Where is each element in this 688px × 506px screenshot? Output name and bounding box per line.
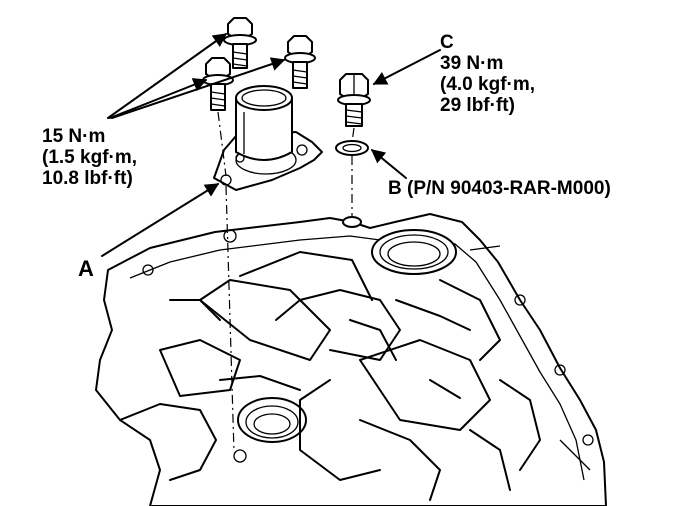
leader-part-a: [101, 183, 220, 257]
flange-bolt-1: [223, 17, 257, 69]
part-a-label: A: [78, 256, 94, 281]
part-c-bolt: [337, 73, 371, 127]
torque-label-left: 15 N·m (1.5 kgf·m, 10.8 lbf·ft): [42, 126, 137, 189]
part-c-letter: C: [440, 32, 454, 53]
torque-left-line3: 10.8 lbf·ft): [42, 168, 133, 189]
part-c-line1: 39 N·m: [440, 53, 504, 74]
part-b-washer: [335, 140, 369, 156]
alignment-lines: [217, 111, 355, 453]
part-c-label: C 39 N·m (4.0 kgf·m, 29 lbf·ft): [440, 32, 535, 116]
leader-torque-bolt-2: [109, 78, 208, 119]
leader-part-b: [370, 149, 407, 179]
part-c-line3: 29 lbf·ft): [440, 95, 515, 116]
leader-part-c: [372, 49, 441, 85]
leader-torque-bolt-1: [107, 33, 228, 119]
leader-lines: [101, 33, 441, 257]
part-a-cover: [213, 85, 323, 191]
flange-bolt-3: [284, 35, 316, 89]
torque-left-line2: (1.5 kgf·m,: [42, 147, 138, 168]
transmission-housing: [95, 213, 607, 506]
part-b-label: B (P/N 90403-RAR-M000): [388, 178, 611, 199]
part-c-line2: (4.0 kgf·m,: [440, 74, 536, 95]
torque-left-line1: 15 N·m: [42, 126, 106, 147]
leader-torque-bolt-3: [111, 57, 286, 119]
flange-bolt-2: [202, 57, 234, 111]
